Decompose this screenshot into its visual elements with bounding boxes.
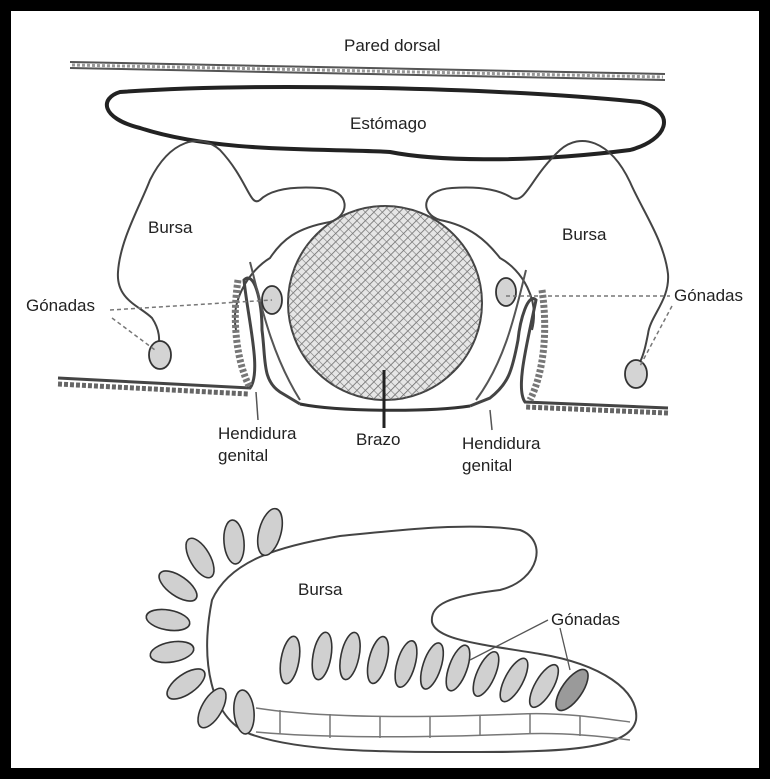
- label-hendidura-left-line1: Hendidura: [218, 424, 296, 443]
- bursa-bottom-outline: [207, 527, 636, 752]
- label-gonadas-left: Gónadas: [26, 296, 95, 315]
- dorsal-wall: [70, 62, 665, 80]
- gonad-upper-4: [625, 360, 647, 388]
- label-gonadas-bottom: Gónadas: [551, 610, 620, 629]
- gonad-upper-3: [496, 278, 516, 306]
- gonad-upper-1: [149, 341, 171, 369]
- label-bursa-right: Bursa: [562, 225, 606, 244]
- label-pared-dorsal: Pared dorsal: [344, 36, 440, 55]
- genital-wall-right: [470, 299, 668, 408]
- label-brazo: Brazo: [356, 430, 400, 449]
- hendidura-right-pointer: [490, 410, 492, 430]
- arm-segments-bottom: [256, 708, 630, 740]
- label-gonadas-right: Gónadas: [674, 286, 743, 305]
- label-hendidura-left-line2: genital: [218, 446, 268, 465]
- label-estomago: Estómago: [350, 114, 427, 133]
- label-hendidura-right-line1: Hendidura: [462, 434, 540, 453]
- hendidura-left-pointer: [256, 392, 258, 420]
- gonad-group-bottom: [145, 506, 594, 735]
- label-bursa-left: Bursa: [148, 218, 192, 237]
- label-bursa-bottom: Bursa: [298, 580, 342, 599]
- label-hendidura-right-line2: genital: [462, 456, 512, 475]
